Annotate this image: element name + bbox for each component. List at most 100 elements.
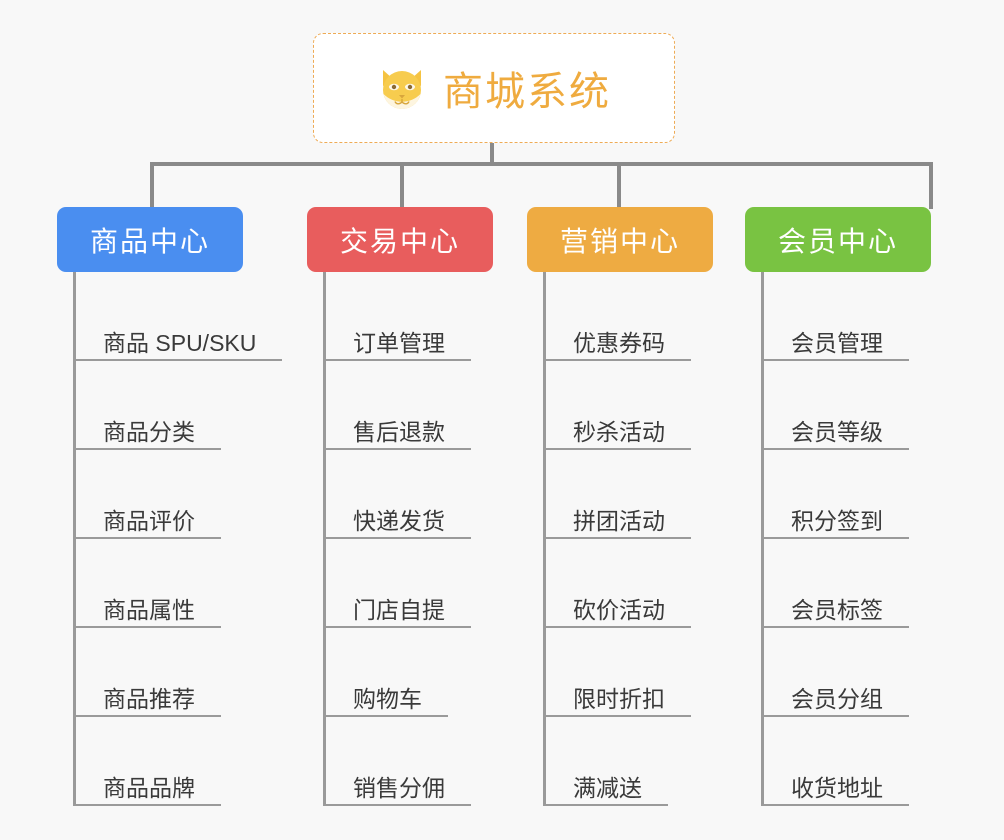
leaf-label: 快递发货 bbox=[353, 508, 445, 534]
leaf-item[interactable]: 快递发货 bbox=[323, 450, 493, 539]
leaf-underline bbox=[761, 358, 909, 361]
leaf-item[interactable]: 会员标签 bbox=[761, 539, 931, 628]
leaf-label: 秒杀活动 bbox=[573, 419, 665, 445]
leaf-underline bbox=[73, 625, 221, 628]
leaf-underline bbox=[543, 536, 691, 539]
category-label: 交易中心 bbox=[339, 225, 460, 257]
leaf-item[interactable]: 商品 SPU/SKU bbox=[73, 272, 282, 361]
leaf-item[interactable]: 销售分佣 bbox=[323, 717, 493, 806]
leaf-label: 会员标签 bbox=[791, 597, 883, 623]
connector-drop-1 bbox=[150, 162, 154, 209]
leaf-underline bbox=[73, 447, 221, 450]
leaf-label: 订单管理 bbox=[353, 330, 445, 356]
leaf-label: 优惠券码 bbox=[573, 330, 665, 356]
leaf-label: 商品属性 bbox=[103, 597, 195, 623]
leaf-underline bbox=[543, 358, 691, 361]
leaf-item[interactable]: 购物车 bbox=[323, 628, 493, 717]
leaf-item[interactable]: 限时折扣 bbox=[543, 628, 713, 717]
leaf-item[interactable]: 积分签到 bbox=[761, 450, 931, 539]
leaf-label: 销售分佣 bbox=[353, 775, 445, 801]
leaf-label: 售后退款 bbox=[353, 419, 445, 445]
category-box-member-center[interactable]: 会员中心 bbox=[745, 207, 931, 272]
branch-column-marketing-center: 营销中心优惠券码秒杀活动拼团活动砍价活动限时折扣满减送 bbox=[527, 207, 713, 806]
connector-root-stem bbox=[490, 143, 494, 165]
category-label: 会员中心 bbox=[777, 225, 898, 257]
connector-drop-3 bbox=[617, 162, 621, 209]
leaf-item[interactable]: 商品评价 bbox=[73, 450, 243, 539]
category-box-trade-center[interactable]: 交易中心 bbox=[307, 207, 493, 272]
leaf-underline bbox=[543, 803, 668, 806]
leaf-underline bbox=[761, 447, 909, 450]
leaf-label: 收货地址 bbox=[791, 775, 883, 801]
leaf-item[interactable]: 商品推荐 bbox=[73, 628, 243, 717]
leaf-item[interactable]: 优惠券码 bbox=[543, 272, 713, 361]
leaf-underline bbox=[73, 358, 282, 361]
leaf-underline bbox=[761, 803, 909, 806]
leaf-label: 限时折扣 bbox=[573, 686, 665, 712]
leaf-list-marketing-center: 优惠券码秒杀活动拼团活动砍价活动限时折扣满减送 bbox=[543, 272, 713, 806]
leaf-label: 商品 SPU/SKU bbox=[103, 330, 257, 356]
leaf-underline bbox=[323, 358, 471, 361]
leaf-list-member-center: 会员管理会员等级积分签到会员标签会员分组收货地址 bbox=[761, 272, 931, 806]
leaf-item[interactable]: 收货地址 bbox=[761, 717, 931, 806]
leaf-label: 拼团活动 bbox=[573, 508, 665, 534]
root-node[interactable]: 商城系统 bbox=[313, 33, 675, 143]
leaf-list-trade-center: 订单管理售后退款快递发货门店自提购物车销售分佣 bbox=[323, 272, 493, 806]
category-box-marketing-center[interactable]: 营销中心 bbox=[527, 207, 713, 272]
leaf-label: 砍价活动 bbox=[573, 597, 665, 623]
leaf-underline bbox=[323, 447, 471, 450]
leaf-item[interactable]: 商品品牌 bbox=[73, 717, 243, 806]
leaf-label: 商品评价 bbox=[103, 508, 195, 534]
connector-drop-4 bbox=[929, 162, 933, 209]
branch-spine bbox=[543, 272, 546, 806]
branch-spine bbox=[761, 272, 764, 806]
leaf-item[interactable]: 砍价活动 bbox=[543, 539, 713, 628]
leaf-label: 购物车 bbox=[353, 686, 422, 712]
leaf-label: 商品推荐 bbox=[103, 686, 195, 712]
leaf-item[interactable]: 商品分类 bbox=[73, 361, 243, 450]
leaf-list-product-center: 商品 SPU/SKU 商品分类商品评价商品属性商品推荐商品品牌 bbox=[73, 272, 282, 806]
category-label: 商品中心 bbox=[89, 225, 210, 257]
leaf-underline bbox=[73, 536, 221, 539]
leaf-underline bbox=[543, 714, 691, 717]
branch-spine bbox=[323, 272, 326, 806]
leaf-item[interactable]: 秒杀活动 bbox=[543, 361, 713, 450]
branch-column-member-center: 会员中心会员管理会员等级积分签到会员标签会员分组收货地址 bbox=[745, 207, 931, 806]
branch-spine bbox=[73, 272, 76, 806]
leaf-item[interactable]: 会员管理 bbox=[761, 272, 931, 361]
leaf-label: 门店自提 bbox=[353, 597, 445, 623]
leaf-label: 商品分类 bbox=[103, 419, 195, 445]
leaf-item[interactable]: 商品属性 bbox=[73, 539, 243, 628]
category-label: 营销中心 bbox=[559, 225, 680, 257]
root-title: 商城系统 bbox=[443, 70, 611, 114]
leaf-label: 会员管理 bbox=[791, 330, 883, 356]
branch-column-trade-center: 交易中心订单管理售后退款快递发货门店自提购物车销售分佣 bbox=[307, 207, 493, 806]
leaf-item[interactable]: 会员等级 bbox=[761, 361, 931, 450]
leaf-underline bbox=[761, 625, 909, 628]
leaf-item[interactable]: 会员分组 bbox=[761, 628, 931, 717]
dog-face-icon bbox=[377, 62, 429, 114]
leaf-underline bbox=[543, 447, 691, 450]
leaf-item[interactable]: 售后退款 bbox=[323, 361, 493, 450]
leaf-item[interactable]: 门店自提 bbox=[323, 539, 493, 628]
leaf-underline bbox=[323, 536, 471, 539]
leaf-label: 会员等级 bbox=[791, 419, 883, 445]
leaf-underline bbox=[761, 714, 909, 717]
leaf-label: 积分签到 bbox=[791, 508, 883, 534]
connector-horizontal-bus bbox=[150, 162, 933, 166]
connector-drop-2 bbox=[400, 162, 404, 209]
leaf-underline bbox=[761, 536, 909, 539]
branch-column-product-center: 商品中心商品 SPU/SKU 商品分类商品评价商品属性商品推荐商品品牌 bbox=[57, 207, 282, 806]
leaf-item[interactable]: 订单管理 bbox=[323, 272, 493, 361]
leaf-label: 商品品牌 bbox=[103, 775, 195, 801]
category-box-product-center[interactable]: 商品中心 bbox=[57, 207, 243, 272]
leaf-underline bbox=[323, 803, 471, 806]
leaf-label: 满减送 bbox=[573, 775, 642, 801]
leaf-label: 会员分组 bbox=[791, 686, 883, 712]
leaf-underline bbox=[543, 625, 691, 628]
leaf-underline bbox=[323, 625, 471, 628]
leaf-underline bbox=[73, 714, 221, 717]
leaf-item[interactable]: 拼团活动 bbox=[543, 450, 713, 539]
leaf-item[interactable]: 满减送 bbox=[543, 717, 713, 806]
